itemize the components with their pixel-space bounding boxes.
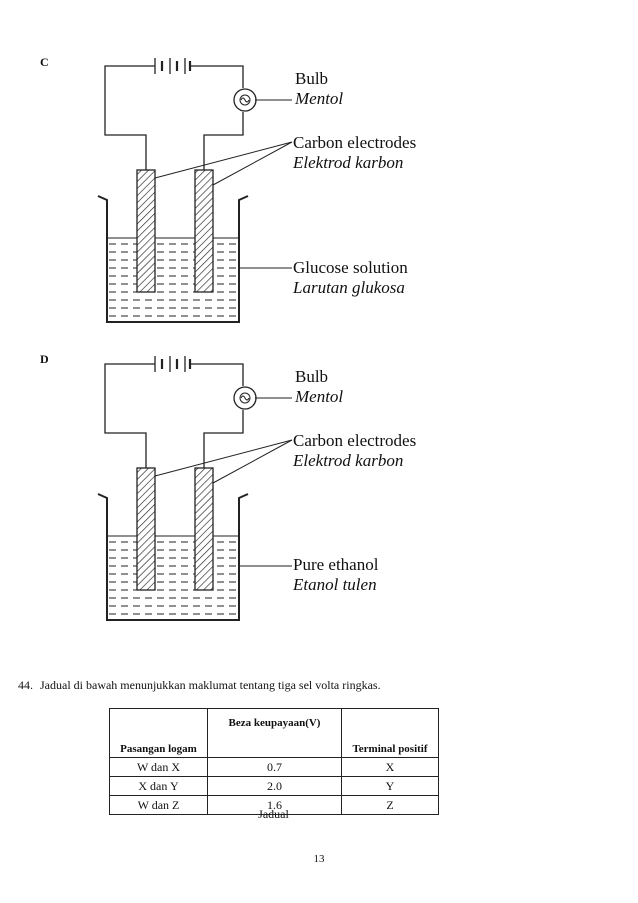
- electrodes-label-en: Carbon electrodes: [293, 431, 417, 450]
- diagram-d-bulb-label: Bulb Mentol: [295, 367, 343, 407]
- option-c-letter: C: [40, 55, 49, 69]
- electrodes-label-en: Carbon electrodes: [293, 133, 417, 152]
- table-row: W dan X 0.7 X: [109, 757, 439, 777]
- table-cell: 2.0: [207, 776, 342, 796]
- page-number: 13: [313, 853, 325, 865]
- bulb-label-ms: Mentol: [295, 387, 344, 406]
- header-metal-pair: Pasangan logam: [109, 708, 208, 758]
- option-d-letter: D: [40, 352, 49, 366]
- bulb-label-en: Bulb: [295, 367, 329, 386]
- table-cell: W dan X: [109, 757, 208, 777]
- diagram-c: [96, 56, 294, 324]
- diagram-d-solution-label: Pure ethanol Etanol tulen: [293, 555, 378, 595]
- electrodes-label-ms: Elektrod karbon: [293, 153, 404, 172]
- solution-label-ms: Etanol tulen: [293, 575, 377, 594]
- solution-label-en: Pure ethanol: [293, 555, 379, 574]
- diagram-d: [96, 354, 294, 622]
- table-cell: X dan Y: [109, 776, 208, 796]
- voltaic-cell-table: Pasangan logam Beza keupayaan(V) Termina…: [109, 708, 439, 815]
- table-row: X dan Y 2.0 Y: [109, 776, 439, 796]
- solution-label-ms: Larutan glukosa: [293, 278, 405, 297]
- table-header-row: Pasangan logam Beza keupayaan(V) Termina…: [109, 708, 439, 758]
- electrodes-label-ms: Elektrod karbon: [293, 451, 404, 470]
- bulb-label-en: Bulb: [295, 69, 329, 88]
- bulb-label-ms: Mentol: [295, 89, 344, 108]
- header-potential-difference: Beza keupayaan(V): [207, 708, 342, 758]
- table-cell: 1.6: [207, 795, 342, 815]
- header-positive-terminal: Terminal positif: [341, 708, 439, 758]
- table-cell: X: [341, 757, 439, 777]
- table-cell: 0.7: [207, 757, 342, 777]
- question-number: 44.: [18, 678, 33, 692]
- question-text: Jadual di bawah menunjukkan maklumat ten…: [40, 678, 381, 692]
- diagram-d-electrodes-label: Carbon electrodes Elektrod karbon: [293, 431, 416, 471]
- table-cell: Z: [341, 795, 439, 815]
- table-caption: Jadual: [258, 807, 289, 821]
- table-cell: Y: [341, 776, 439, 796]
- diagram-c-electrodes-label: Carbon electrodes Elektrod karbon: [293, 133, 416, 173]
- question-44: 44. Jadual di bawah menunjukkan maklumat…: [18, 678, 381, 693]
- table-cell: W dan Z: [109, 795, 208, 815]
- table-row: W dan Z 1.6 Z: [109, 795, 439, 815]
- solution-label-en: Glucose solution: [293, 258, 408, 277]
- diagram-c-solution-label: Glucose solution Larutan glukosa: [293, 258, 408, 298]
- diagram-c-bulb-label: Bulb Mentol: [295, 69, 343, 109]
